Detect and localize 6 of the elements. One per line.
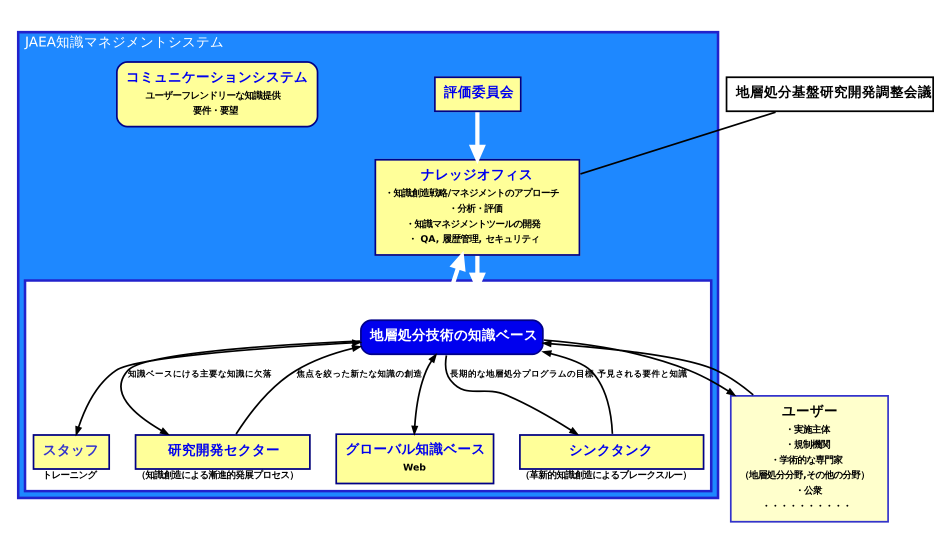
node-label: （革新的知識創造によるブレークスルー） xyxy=(520,470,692,482)
node-label: トレーニング xyxy=(42,470,96,482)
edge-label: 予見される要件と知識 xyxy=(597,369,688,380)
node-label: （知識創造による漸進的発展プロセス） xyxy=(136,470,298,482)
edge-label: 焦点を絞った新たな知識の創造 xyxy=(296,369,422,380)
edge-label: 知識ベースにける主要な知識に欠落 xyxy=(128,369,272,380)
